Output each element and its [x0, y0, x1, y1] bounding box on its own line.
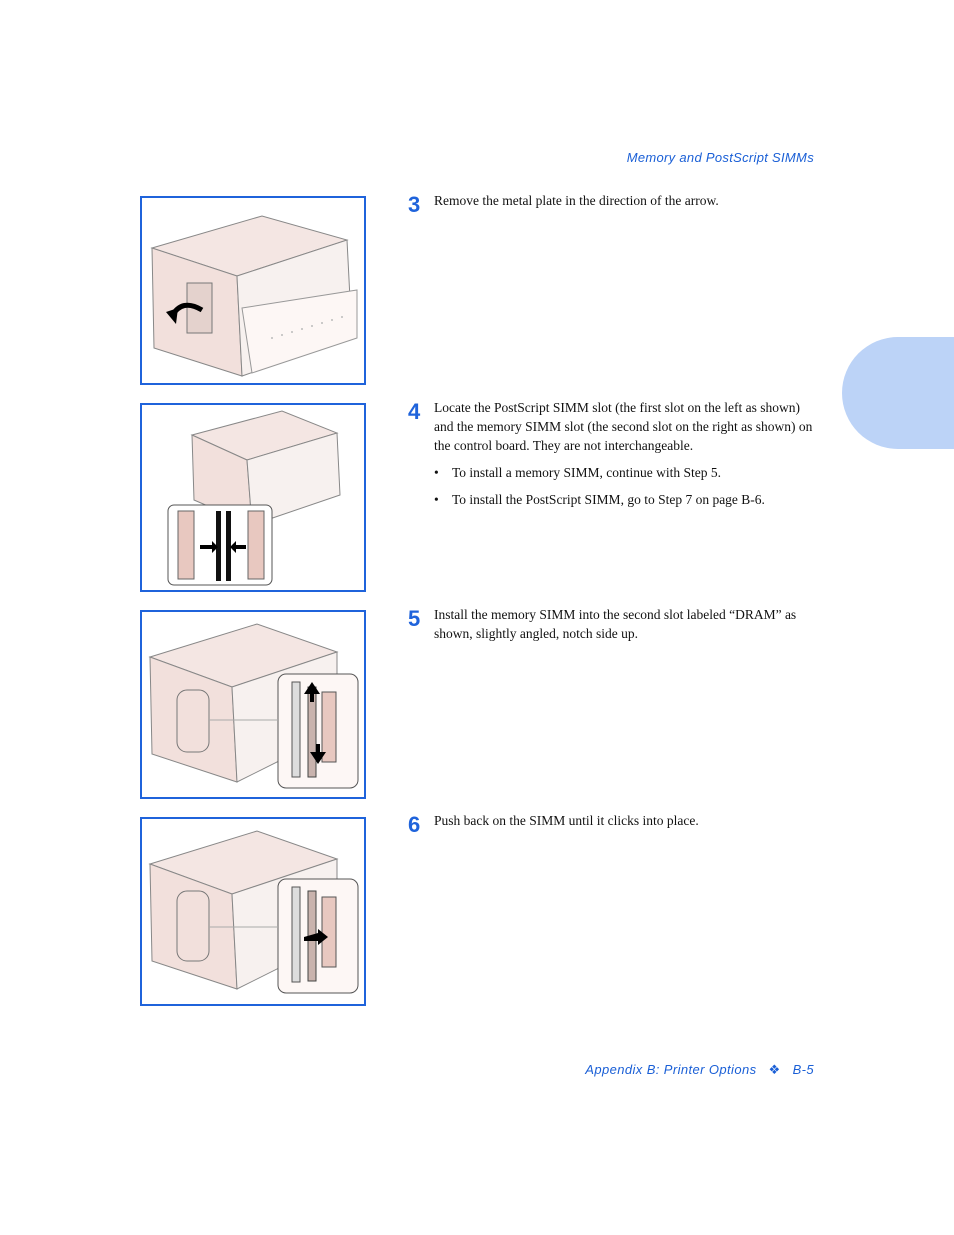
bullet-marker: •: [434, 465, 439, 480]
page-number: B-5: [792, 1062, 814, 1077]
figure-install-memory-simm: [140, 610, 366, 799]
figure-push-simm-into-place: [140, 817, 366, 1006]
step-4-text: Locate the PostScript SIMM slot (the fir…: [434, 400, 813, 453]
figure-remove-metal-plate: [140, 196, 366, 385]
chapter-tab: [842, 337, 954, 449]
footer-separator: ❖: [768, 1062, 781, 1077]
figure-simm-slots: [140, 403, 366, 592]
bullet-text: To install the PostScript SIMM, go to St…: [452, 492, 765, 507]
step-4-bullet: • To install the PostScript SIMM, go to S…: [434, 490, 814, 509]
footer-section: Appendix B: Printer Options: [585, 1062, 757, 1077]
step-5-text: Install the memory SIMM into the second …: [434, 607, 797, 641]
step-4-bullet: • To install a memory SIMM, continue with…: [434, 463, 814, 482]
step-number-5: 5: [408, 606, 421, 631]
running-header: Memory and PostScript SIMMs: [626, 150, 814, 165]
step-3-text: Remove the metal plate in the direction …: [434, 193, 719, 208]
running-footer: Appendix B: Printer Options ❖ B-5: [585, 1062, 814, 1078]
bullet-marker: •: [434, 492, 439, 507]
step-6-text: Push back on the SIMM until it clicks in…: [434, 813, 699, 828]
step-number-6: 6: [408, 812, 421, 837]
step-number-4: 4: [408, 399, 421, 424]
step-number-3: 3: [408, 192, 421, 217]
bullet-text: To install a memory SIMM, continue with …: [452, 465, 722, 480]
